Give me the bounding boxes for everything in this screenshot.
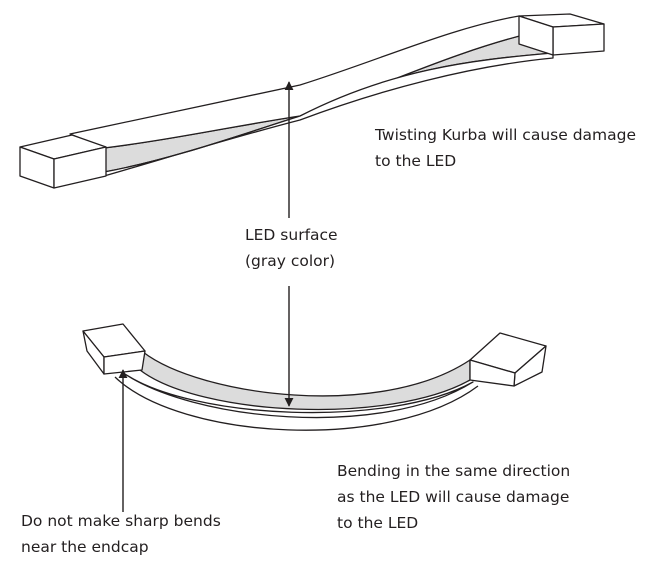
led-surface-line-2: (gray color) (245, 252, 336, 270)
arrows (118, 81, 294, 512)
bending-warning-line-3: to the LED (337, 514, 419, 532)
sharp-bend-line-1: Do not make sharp bends (21, 512, 221, 530)
bending-warning-line-2: as the LED will cause damage (337, 488, 570, 506)
curved-strip (82, 323, 547, 431)
left-endcap-bottom (82, 323, 146, 375)
sharp-bend-line-2: near the endcap (21, 538, 149, 556)
led-surface-label: LED surface (gray color) (243, 222, 340, 274)
bending-warning-label: Bending in the same direction as the LED… (337, 458, 570, 536)
curved-strip-side (121, 371, 474, 419)
sharp-bend-warning-label: Do not make sharp bends near the endcap (21, 508, 221, 560)
left-endcap-top (19, 134, 107, 189)
led-surface-line-1: LED surface (245, 226, 338, 244)
twisting-warning-line-1: Twisting Kurba will cause damage (375, 126, 637, 144)
twisted-strip (19, 13, 605, 189)
right-endcap-bottom (469, 332, 547, 387)
twisting-warning-label: Twisting Kurba will cause damage to the … (375, 122, 636, 174)
twisting-warning-line-2: to the LED (375, 152, 457, 170)
twisted-strip-back-lower (103, 52, 554, 177)
bending-warning-line-1: Bending in the same direction (337, 462, 571, 480)
right-endcap-top (518, 13, 605, 56)
curved-strip-bottom-edge (114, 376, 479, 431)
